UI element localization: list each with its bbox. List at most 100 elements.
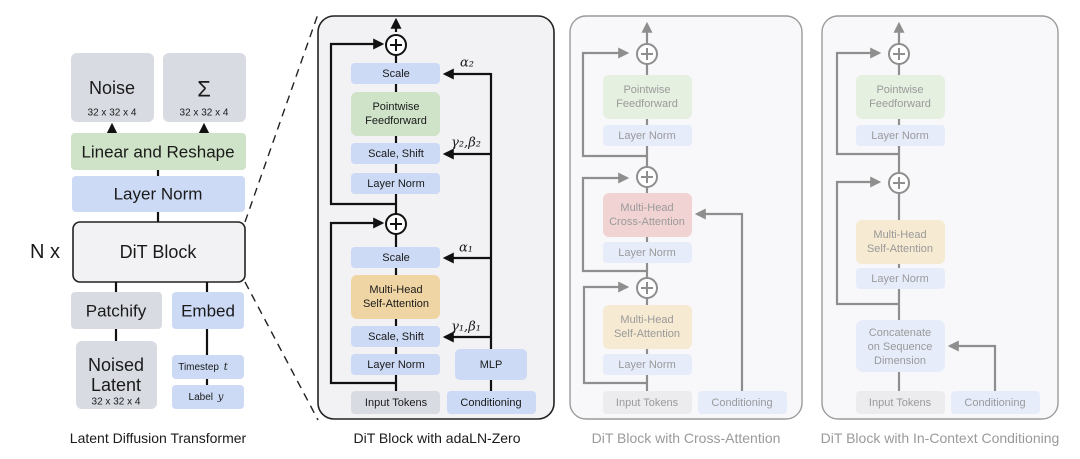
svg-text:Multi-Head: Multi-Head	[873, 229, 926, 241]
residual-add-icon-bottom	[636, 277, 658, 299]
svg-text:Layer Norm: Layer Norm	[618, 359, 675, 371]
residual-connection-mid	[581, 172, 647, 273]
pointwise-feedforward-box: Pointwise Feedforward	[856, 75, 945, 119]
caption-latent-diffusion-transformer: Latent Diffusion Transformer	[70, 430, 247, 446]
mlp-box: MLP	[455, 349, 527, 380]
svg-text:Pointwise: Pointwise	[876, 84, 923, 96]
linear-reshape-box: Linear and Reshape	[71, 133, 246, 170]
svg-text:Input Tokens: Input Tokens	[616, 397, 679, 409]
svg-text:Conditioning: Conditioning	[964, 397, 1025, 409]
layer-norm-box: Layer Norm	[72, 176, 245, 212]
layer-norm-box-bottom: Layer Norm	[351, 354, 440, 375]
svg-text:Multi-Head: Multi-Head	[620, 314, 673, 326]
svg-text:Self-Attention: Self-Attention	[363, 298, 429, 310]
svg-text:Pointwise: Pointwise	[623, 84, 670, 96]
n-times-label: N x	[30, 241, 60, 263]
timestep-var: t	[224, 362, 229, 373]
residual-add-icon-mid	[636, 166, 658, 188]
sigma-output-box: Σ 32 x 32 x 4	[163, 53, 246, 122]
zoom-line-bottom	[244, 281, 319, 421]
noise-label: Noise	[89, 78, 135, 98]
sigma-label: Σ	[197, 77, 211, 102]
noised-latent-dims: 32 x 32 x 4	[92, 397, 141, 408]
conditioning-box: Conditioning	[447, 391, 536, 414]
residual-add-icon-top	[636, 43, 658, 65]
svg-text:Layer Norm: Layer Norm	[618, 247, 675, 259]
svg-text:Input Tokens: Input Tokens	[365, 397, 428, 409]
input-tokens-box: Input Tokens	[351, 391, 440, 414]
residual-add-icon-bottom	[385, 213, 407, 235]
alpha1-label: α₁	[459, 241, 473, 256]
conditioning-to-concat-arrow	[947, 340, 997, 391]
svg-text:Layer Norm: Layer Norm	[871, 130, 928, 142]
multi-head-self-attention-box: Multi-Head Self-Attention	[856, 220, 945, 264]
svg-text:Input Tokens: Input Tokens	[869, 397, 932, 409]
layer-norm-box-top: Layer Norm	[603, 125, 692, 146]
scale-box-top: Scale	[351, 63, 440, 84]
caption-in-context-conditioning: DiT Block with In-Context Conditioning	[821, 430, 1060, 446]
zoom-line-top	[244, 13, 319, 223]
svg-text:Label y: Label y	[189, 392, 224, 403]
panel-cross-attention: Pointwise Feedforward Layer Norm Multi-H…	[569, 15, 803, 446]
input-tokens-box: Input Tokens	[856, 391, 945, 414]
label-box: Label y	[172, 385, 244, 409]
caption-cross-attention: DiT Block with Cross-Attention	[592, 430, 781, 446]
noised-latent-box: Noised Latent 32 x 32 x 4	[76, 341, 157, 409]
svg-text:Layer Norm: Layer Norm	[871, 273, 928, 285]
svg-text:Self-Attention: Self-Attention	[614, 328, 680, 340]
svg-text:Feedforward: Feedforward	[869, 98, 931, 110]
timestep-box: Timestep t	[172, 355, 244, 379]
dit-block-box: DiT Block	[72, 221, 246, 283]
layer-norm-box-bottom: Layer Norm	[856, 268, 945, 289]
scale-shift-box-bottom: Scale, Shift	[351, 326, 440, 347]
input-tokens-box: Input Tokens	[603, 391, 692, 414]
caption-adaln-zero: DiT Block with adaLN-Zero	[353, 430, 520, 446]
svg-text:Scale, Shift: Scale, Shift	[368, 331, 424, 343]
residual-connection-top	[329, 38, 396, 206]
residual-connection-bottom	[582, 281, 647, 385]
svg-text:Dimension: Dimension	[874, 355, 926, 367]
timestep-label: Timestep	[178, 362, 219, 373]
svg-text:Pointwise: Pointwise	[372, 101, 419, 113]
residual-add-icon-top	[888, 43, 910, 65]
conditioning-box: Conditioning	[698, 391, 787, 414]
patchify-label: Patchify	[86, 302, 147, 321]
linear-reshape-label: Linear and Reshape	[81, 143, 234, 162]
dit-block-label: DiT Block	[120, 242, 198, 262]
gamma1-beta1-label: γ₁,β₁	[451, 320, 481, 335]
embed-box: Embed	[172, 292, 244, 329]
patchify-box: Patchify	[71, 292, 162, 329]
alpha2-label: α₂	[460, 56, 474, 71]
svg-text:Multi-Head: Multi-Head	[369, 284, 422, 296]
gamma2-beta2-label: γ₂,β₂	[451, 136, 481, 151]
svg-text:Scale, Shift: Scale, Shift	[368, 148, 424, 160]
pointwise-feedforward-box: Pointwise Feedforward	[603, 75, 692, 119]
residual-connection-bottom	[835, 176, 899, 306]
svg-text:Concatenate: Concatenate	[869, 327, 931, 339]
noised-latent-line1: Noised	[88, 355, 144, 375]
latent-diffusion-transformer: Noise 32 x 32 x 4 Σ 32 x 32 x 4 Linear a…	[30, 13, 319, 446]
svg-text:Conditioning: Conditioning	[460, 397, 521, 409]
residual-connection-bottom	[329, 217, 396, 385]
svg-text:Multi-Head: Multi-Head	[620, 202, 673, 214]
label-label: Label	[189, 392, 213, 403]
noise-output-box: Noise 32 x 32 x 4	[71, 53, 154, 122]
svg-text:Layer Norm: Layer Norm	[367, 359, 424, 371]
layer-norm-box-mid: Layer Norm	[603, 242, 692, 263]
noise-dims: 32 x 32 x 4	[88, 108, 137, 119]
residual-connection-top	[835, 47, 899, 156]
residual-connection-top	[581, 47, 647, 158]
layer-norm-box-top: Layer Norm	[351, 173, 440, 194]
svg-text:Conditioning: Conditioning	[711, 397, 772, 409]
scale-box-bottom: Scale	[351, 247, 440, 268]
svg-text:Scale: Scale	[382, 68, 410, 80]
conditioning-to-cross-attention-arrow	[694, 208, 744, 391]
embed-label: Embed	[181, 302, 235, 321]
multi-head-self-attention-box: Multi-Head Self-Attention	[351, 275, 440, 319]
concatenate-sequence-box: Concatenate on Sequence Dimension	[856, 320, 945, 372]
svg-text:Feedforward: Feedforward	[616, 98, 678, 110]
svg-text:Cross-Attention: Cross-Attention	[609, 216, 685, 228]
residual-add-icon-bottom	[888, 172, 910, 194]
conditioning-box: Conditioning	[951, 391, 1040, 414]
